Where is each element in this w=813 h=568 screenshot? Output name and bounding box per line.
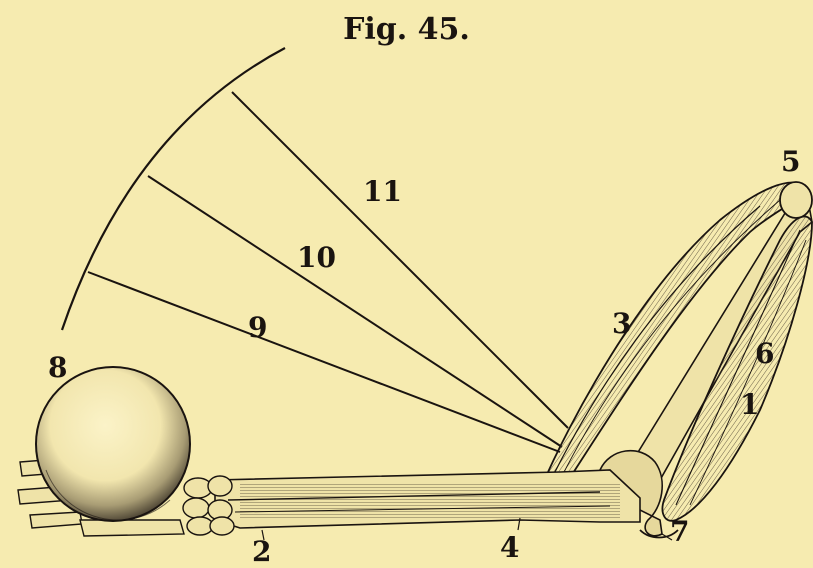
figure-title: Fig. 45. (0, 12, 813, 47)
label-9: 9 (248, 314, 267, 342)
label-2: 2 (252, 538, 271, 566)
label-1: 1 (740, 391, 759, 419)
label-3: 3 (612, 310, 631, 338)
label-7: 7 (670, 518, 689, 546)
label-6: 6 (755, 340, 774, 368)
label-4: 4 (500, 534, 519, 562)
shoulder-joint (780, 182, 812, 218)
label-11: 11 (363, 178, 402, 206)
label-10: 10 (297, 244, 336, 272)
label-5: 5 (781, 148, 800, 176)
label-8: 8 (48, 354, 67, 382)
sweep-arc (62, 48, 285, 330)
line-11 (232, 92, 568, 428)
line-10 (148, 176, 562, 447)
wrist-bones (183, 476, 234, 535)
ball (36, 367, 190, 521)
